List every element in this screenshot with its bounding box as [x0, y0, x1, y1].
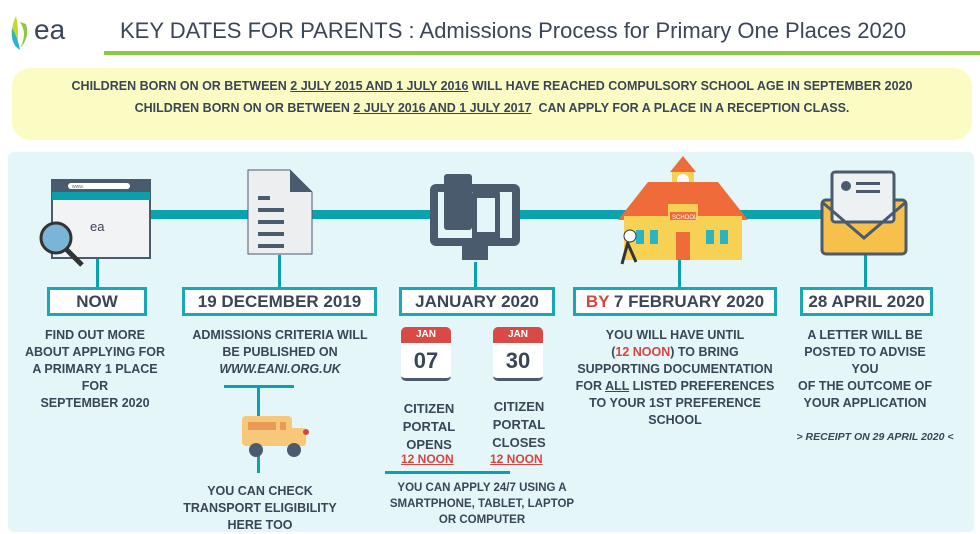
- calendar-jan-30-icon: JAN 30: [493, 327, 543, 385]
- text: ) TO BRING: [670, 345, 739, 359]
- connector: [278, 255, 281, 288]
- connector: [474, 262, 477, 288]
- april-description: A LETTER WILL BE POSTED TO ADVISE YOU OF…: [790, 327, 940, 412]
- text: FOR: [575, 379, 606, 393]
- text-line: SCHOOL: [648, 413, 702, 427]
- february-description: YOU WILL HAVE UNTIL (12 NOON) TO BRING S…: [570, 327, 780, 429]
- text-line: SEPTEMBER 2020: [40, 396, 150, 410]
- text-line: PORTAL: [492, 417, 546, 432]
- text-line: PORTAL: [402, 419, 456, 434]
- browser-logo: ea: [90, 219, 105, 234]
- school-bus-icon: [242, 416, 309, 457]
- calendar-day: 07: [401, 343, 451, 381]
- text-line: OPENS: [406, 437, 452, 452]
- text: WILL HAVE REACHED COMPULSORY SCHOOL AGE …: [468, 79, 913, 93]
- text: (: [611, 345, 616, 359]
- by-label: BY: [585, 292, 610, 311]
- text-line: ABOUT APPLYING FOR: [24, 345, 166, 359]
- text: CHILDREN BORN ON OR BETWEEN: [71, 79, 291, 93]
- text-line: OR COMPUTER: [438, 514, 526, 526]
- text: CHILDREN BORN ON OR BETWEEN: [134, 101, 354, 115]
- december-description: ADMISSIONS CRITERIA WILL BE PUBLISHED ON…: [180, 327, 380, 378]
- text-line: POSTED TO ADVISE YOU: [804, 345, 926, 376]
- document-icon: [247, 169, 313, 255]
- logo-text: ea: [34, 14, 66, 45]
- text-line: TRANSPORT ELIGIBILITY: [183, 501, 337, 515]
- text-line: HERE TOO: [227, 518, 293, 532]
- calendar-jan-07-icon: JAN 07: [401, 327, 451, 385]
- text-line: YOU WILL HAVE UNTIL: [605, 328, 745, 342]
- text-line: OF THE OUTCOME OF: [797, 379, 933, 393]
- text-line: SUPPORTING DOCUMENTATION: [577, 362, 773, 376]
- banner-line-1: CHILDREN BORN ON OR BETWEEN 2 JULY 2015 …: [12, 79, 972, 93]
- date-box-april: 28 APRIL 2020: [800, 287, 933, 316]
- portal-opens: CITIZEN PORTAL OPENS: [390, 400, 468, 454]
- text-line: YOUR APPLICATION: [803, 396, 927, 410]
- text-line: CITIZEN: [493, 399, 545, 414]
- text-line: FIND OUT MORE: [45, 328, 145, 342]
- text-line: BE PUBLISHED ON: [222, 345, 338, 359]
- calendar-month: JAN: [493, 327, 543, 343]
- date-range: 2 JULY 2015 AND 1 JULY 2016: [290, 79, 469, 93]
- date: 7 FEBRUARY 2020: [609, 292, 765, 311]
- text-line: A LETTER WILL BE: [807, 328, 923, 342]
- date-box-january: JANUARY 2020: [399, 287, 555, 316]
- date-range: 2 JULY 2016 AND 1 JULY 2017: [353, 101, 532, 115]
- title-rule: [104, 51, 980, 55]
- connector: [678, 250, 681, 288]
- connector: [385, 471, 510, 474]
- calendar-month: JAN: [401, 327, 451, 343]
- calendar-day: 30: [493, 343, 543, 381]
- text-line: (12 NOON) TO BRING: [570, 344, 780, 361]
- text: ALL: [605, 379, 630, 393]
- text: LISTED PREFERENCES: [629, 379, 775, 393]
- text-line: FOR ALL LISTED PREFERENCES: [570, 378, 780, 395]
- date-box-now: NOW: [47, 287, 147, 316]
- text: CAN APPLY FOR A PLACE IN A RECEPTION CLA…: [531, 101, 850, 115]
- close-time: 12 NOON: [490, 452, 543, 466]
- text-line: ADMISSIONS CRITERIA WILL: [192, 328, 368, 342]
- transport-description: YOU CAN CHECK TRANSPORT ELIGIBILITY HERE…: [180, 483, 340, 534]
- text-line: A PRIMARY 1 PLACE FOR: [32, 362, 158, 393]
- text-line: SMARTPHONE, TABLET, LAPTOP: [389, 498, 575, 510]
- now-description: FIND OUT MORE ABOUT APPLYING FOR A PRIMA…: [20, 327, 170, 412]
- text-line: CLOSES: [492, 435, 546, 450]
- devices-icon: [430, 174, 520, 260]
- envelope-letter-icon: [820, 170, 908, 256]
- school-sign: SCHOOL: [672, 215, 698, 221]
- text-line: YOU CAN APPLY 24/7 USING A: [397, 482, 567, 494]
- browser-url: www.: [72, 184, 84, 190]
- eani-link[interactable]: WWW.EANI.ORG.UK: [219, 362, 341, 376]
- eligibility-banner: CHILDREN BORN ON OR BETWEEN 2 JULY 2015 …: [12, 68, 972, 140]
- ea-logo: ea: [6, 12, 86, 52]
- open-time: 12 NOON: [401, 452, 454, 466]
- date-box-december: 19 DECEMBER 2019: [182, 287, 377, 316]
- text-line: YOU CAN CHECK: [207, 484, 313, 498]
- banner-line-2: CHILDREN BORN ON OR BETWEEN 2 JULY 2016 …: [12, 101, 972, 115]
- browser-search-icon: www. ea: [39, 179, 151, 267]
- text-line: CITIZEN: [403, 401, 455, 416]
- portal-closes: CITIZEN PORTAL CLOSES: [480, 398, 558, 452]
- ea-logo-icon: [11, 16, 28, 50]
- noon-highlight: 12 NOON: [615, 345, 671, 359]
- connector: [96, 250, 99, 288]
- text-line: TO YOUR 1ST PREFERENCE: [589, 396, 761, 410]
- connector: [864, 255, 867, 288]
- apply-note: YOU CAN APPLY 24/7 USING A SMARTPHONE, T…: [382, 480, 582, 528]
- school-icon: SCHOOL: [618, 156, 748, 265]
- page-title: KEY DATES FOR PARENTS : Admissions Proce…: [120, 18, 907, 43]
- receipt-note: > RECEIPT ON 29 APRIL 2020 <: [796, 431, 954, 443]
- date-box-february: BY 7 FEBRUARY 2020: [573, 287, 777, 316]
